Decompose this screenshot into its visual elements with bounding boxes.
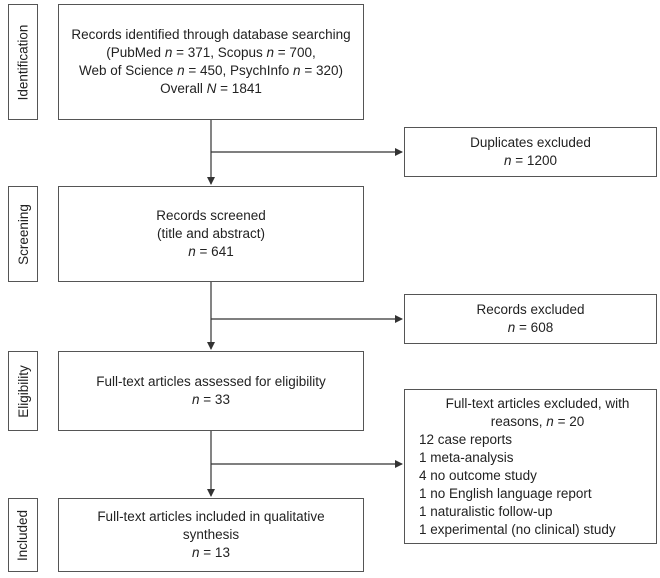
fulltext-excluded-box: Full-text articles excluded, with reason… [404, 389, 657, 544]
duplicates-line1: Duplicates excluded [470, 135, 591, 150]
records-excluded-box: Records excluded n = 608 [404, 294, 657, 344]
fulltext-excluded-line2: reasons, n = 20 [490, 413, 585, 429]
records-screened-box: Records screened (title and abstract) n … [58, 186, 364, 282]
included-line1: Full-text articles included in qualitati… [97, 509, 325, 524]
stage-screening: Screening [8, 186, 38, 282]
fulltext-excluded-line1: Full-text articles excluded, with [445, 395, 630, 411]
duplicates-line2: n = 1200 [504, 153, 557, 168]
exclusion-reason: 1 experimental (no clinical) study [419, 521, 616, 537]
records-identified-box: Records identified through database sear… [58, 4, 364, 120]
stage-identification: Identification [8, 4, 38, 120]
stage-eligibility: Eligibility [8, 351, 38, 431]
screened-line3: n = 641 [188, 244, 234, 259]
exclusion-reason: 4 no outcome study [419, 467, 537, 483]
included-box: Full-text articles included in qualitati… [58, 498, 364, 572]
included-line2: synthesis [182, 527, 240, 542]
identified-line2: (PubMed n = 371, Scopus n = 700, [106, 45, 316, 60]
stage-included: Included [8, 498, 38, 572]
identified-line3: Web of Science n = 450, PsychInfo n = 32… [79, 63, 343, 78]
identified-line1: Records identified through database sear… [71, 27, 351, 42]
duplicates-excluded-box: Duplicates excluded n = 1200 [404, 127, 657, 177]
records-excluded-line1: Records excluded [476, 302, 585, 317]
fulltext-assessed-box: Full-text articles assessed for eligibil… [58, 351, 364, 431]
exclusion-reason: 1 no English language report [419, 485, 592, 501]
included-line3: n = 13 [192, 545, 230, 560]
exclusion-reason: 1 naturalistic follow-up [419, 503, 553, 519]
records-excluded-line2: n = 608 [507, 320, 554, 335]
screened-line1: Records screened [156, 208, 266, 223]
exclusion-reason: 1 meta-analysis [419, 449, 514, 465]
screened-line2: (title and abstract) [156, 226, 266, 241]
exclusion-reason: 12 case reports [419, 431, 513, 447]
fulltext-assessed-line2: n = 33 [192, 392, 230, 407]
identified-line4: Overall N = 1841 [160, 81, 262, 96]
fulltext-assessed-line1: Full-text articles assessed for eligibil… [96, 374, 326, 389]
